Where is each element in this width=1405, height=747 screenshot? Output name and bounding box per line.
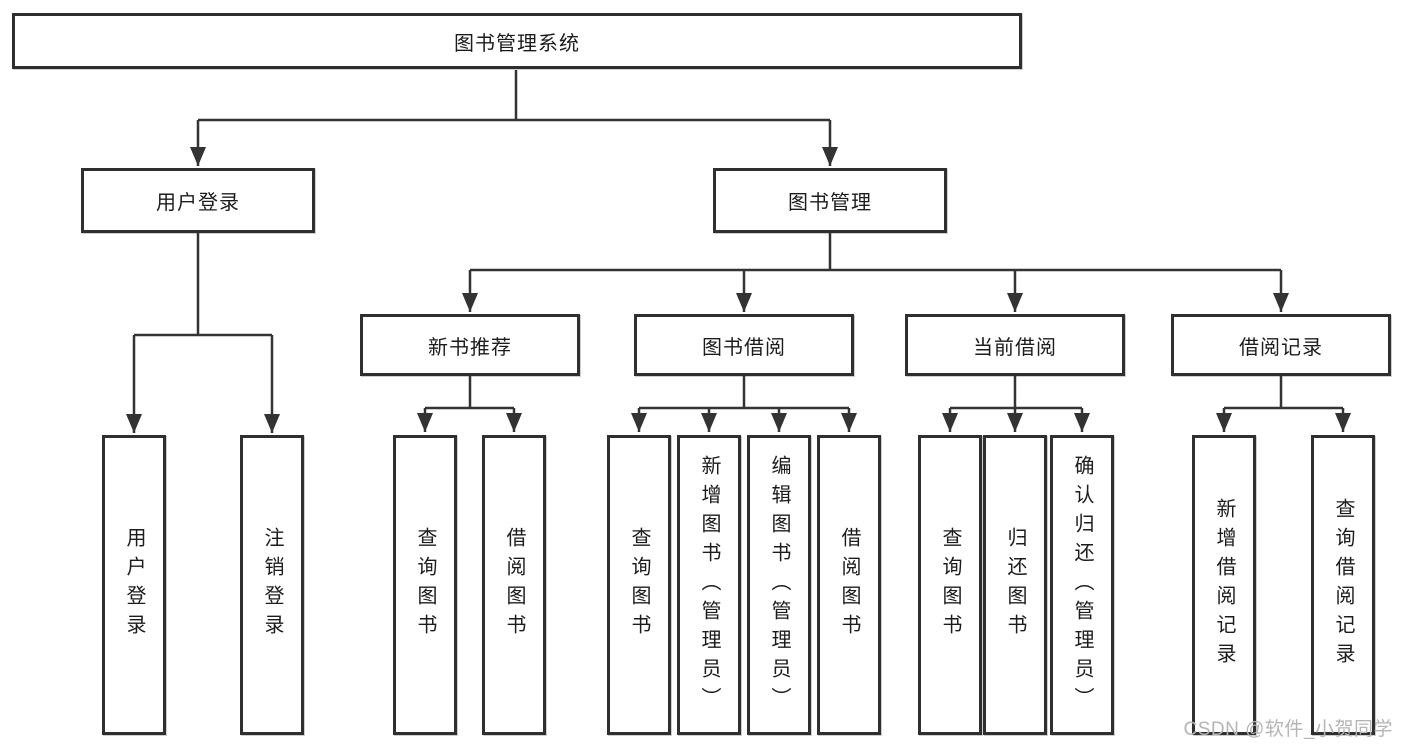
node-leaf-return-book: 归还图书 [983,435,1047,735]
node-leaf-confirm-return-admin: 确认归还（管理员） [1050,435,1114,735]
leaf-label: 借阅图书 [503,527,525,643]
node-root: 图书管理系统 [12,13,1022,69]
node-leaf-user-login: 用户登录 [102,435,166,735]
node-leaf-query-books-3: 查询图书 [918,435,982,735]
leaf-label: 借阅图书 [838,527,860,643]
leaf-label: 新增图书（管理员） [698,454,720,716]
node-leaf-query-books-2: 查询图书 [607,435,671,735]
node-leaf-edit-book-admin: 编辑图书（管理员） [747,435,811,735]
node-leaf-add-borrow-record: 新增借阅记录 [1192,435,1256,735]
leaf-label: 用户登录 [123,527,145,643]
leaf-label: 查询图书 [628,527,650,643]
leaf-label: 注销登录 [261,527,283,643]
node-leaf-borrow-books-2: 借阅图书 [817,435,881,735]
connector-book-borrow-trunk [639,376,849,410]
connector-current-borrow-trunk [950,376,1082,410]
connector-user-login-trunk [134,233,272,337]
leaf-label: 查询图书 [939,527,961,643]
connector-borrow-records-trunk [1224,376,1343,410]
node-borrow-records: 借阅记录 [1171,314,1391,376]
leaf-label: 确认归还（管理员） [1071,454,1093,716]
node-current-borrow: 当前借阅 [905,314,1125,376]
leaf-label: 查询图书 [414,527,436,643]
node-user-login: 用户登录 [81,168,315,233]
connector-root-trunk [198,70,830,122]
node-leaf-borrow-books-1: 借阅图书 [482,435,546,735]
node-book-management: 图书管理 [713,168,947,233]
leaf-label: 归还图书 [1004,527,1026,643]
node-leaf-query-books-1: 查询图书 [393,435,457,735]
leaf-label: 编辑图书（管理员） [768,454,790,716]
node-book-borrow: 图书借阅 [634,314,854,376]
leaf-label: 查询借阅记录 [1332,498,1354,672]
connector-book-management-trunk [470,233,1281,272]
connector-new-book-trunk [425,376,514,410]
csdn-watermark: CSDN @软件_小贺同学 [1183,719,1393,740]
node-leaf-query-borrow-record: 查询借阅记录 [1311,435,1375,735]
leaf-label: 新增借阅记录 [1213,498,1235,672]
node-new-book-recommend: 新书推荐 [360,314,580,376]
node-leaf-logout: 注销登录 [240,435,304,735]
node-leaf-add-book-admin: 新增图书（管理员） [677,435,741,735]
